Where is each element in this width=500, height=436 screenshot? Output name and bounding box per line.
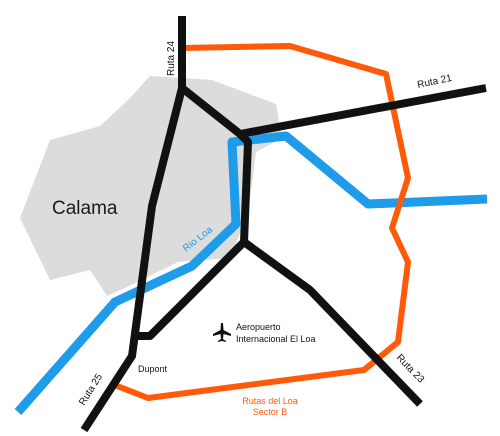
dupont-label: Dupont xyxy=(138,364,168,374)
rutas-del-loa-ring-road xyxy=(110,43,411,401)
connector-road-north xyxy=(179,84,243,138)
ring-road-label-line1: Rutas del Loa xyxy=(242,396,298,406)
rio-loa-river xyxy=(14,131,488,415)
ruta-21-road xyxy=(239,84,487,138)
ruta-25-road xyxy=(80,87,186,433)
roads xyxy=(80,16,487,433)
airplane-icon xyxy=(213,323,231,342)
connector-road-south xyxy=(136,239,247,340)
ruta-21-label: Ruta 21 xyxy=(416,73,453,91)
airport-label-line1: Aeropuerto xyxy=(236,322,281,332)
ruta-24-label: Ruta 24 xyxy=(166,41,177,76)
ring-road-label-line2: Sector B xyxy=(253,407,288,417)
ruta-23-road xyxy=(241,238,423,407)
connector-road-central xyxy=(237,131,252,243)
city-label: Calama xyxy=(52,198,118,219)
airport-label-line2: Internacional El Loa xyxy=(236,334,316,344)
